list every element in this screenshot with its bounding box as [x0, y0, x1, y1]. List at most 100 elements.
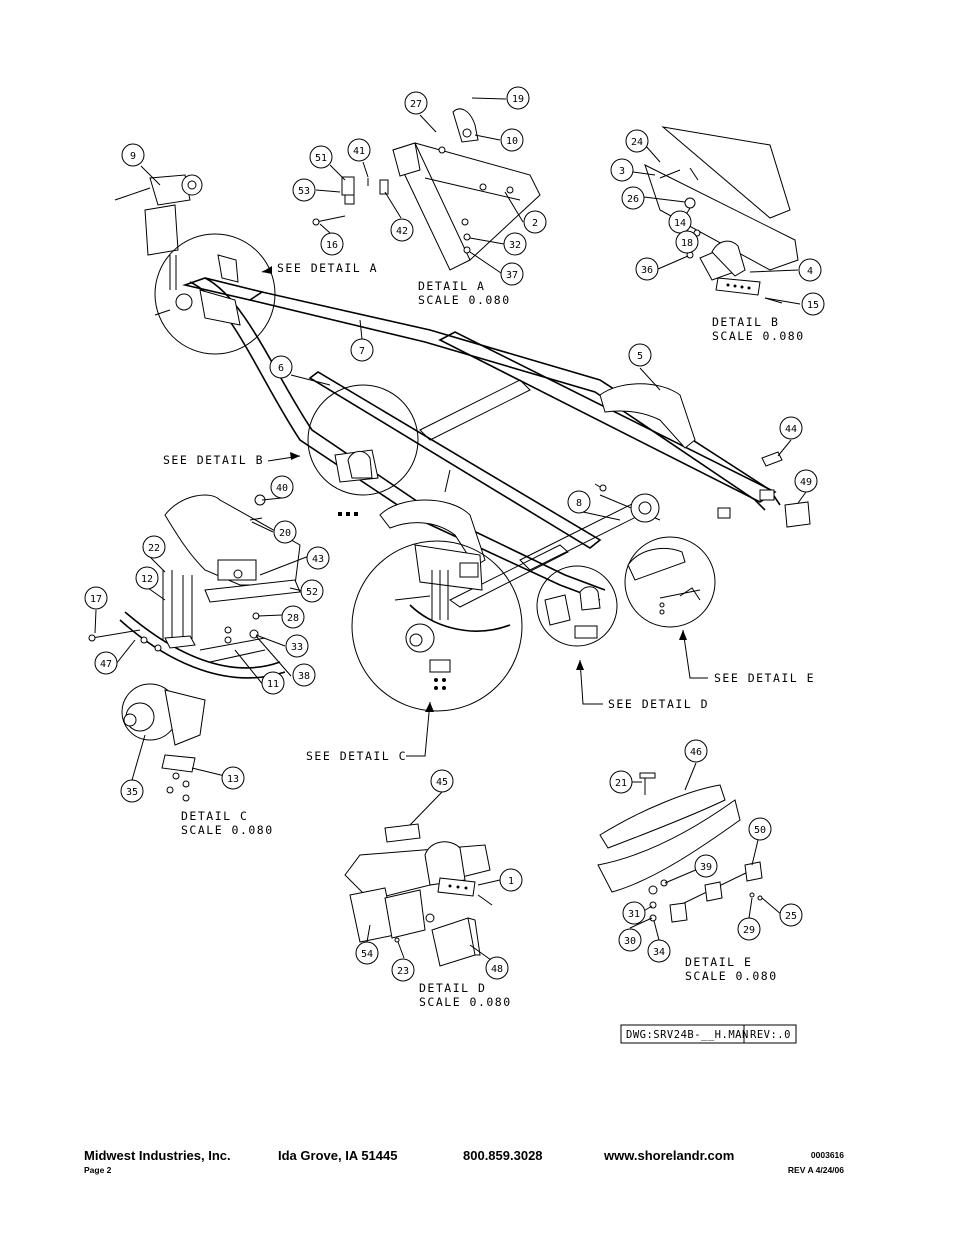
detail-circles: [154, 233, 716, 712]
callout-7: 7: [350, 338, 374, 362]
callout-24: 24: [625, 129, 649, 153]
leader-lines: [94, 97, 807, 961]
callout-19: 19: [506, 86, 530, 110]
svg-text:29: 29: [743, 925, 755, 936]
svg-text:7: 7: [359, 346, 365, 357]
callout-30: 30: [618, 928, 642, 952]
callout-52: 52: [300, 579, 324, 603]
company-location: Ida Grove, IA 51445: [278, 1148, 398, 1163]
svg-text:14: 14: [674, 218, 686, 229]
callout-12: 12: [135, 566, 159, 590]
svg-text:40: 40: [276, 483, 288, 494]
callout-bubbles: 9 27 19 10 51 41 53 42 2 32 37 16 24 3 2…: [84, 86, 825, 982]
svg-text:32: 32: [509, 240, 521, 251]
callout-17: 17: [84, 586, 108, 610]
svg-text:22: 22: [148, 543, 160, 554]
callout-40: 40: [270, 475, 294, 499]
callout-22: 22: [142, 535, 166, 559]
callout-49: 49: [794, 469, 818, 493]
detail-b-scale: SCALE 0.080: [712, 329, 805, 343]
svg-text:30: 30: [624, 936, 636, 947]
company-phone: 800.859.3028: [463, 1148, 543, 1163]
callout-9: 9: [121, 143, 145, 167]
detail-e-title: DETAIL E: [685, 955, 752, 969]
callout-36: 36: [635, 257, 659, 281]
page-number: Page 2: [84, 1165, 112, 1175]
callout-1: 1: [499, 868, 523, 892]
page-footer: Midwest Industries, Inc. Page 2 Ida Grov…: [84, 1148, 844, 1188]
callout-37: 37: [500, 262, 524, 286]
detail-b-title: DETAIL B: [712, 315, 779, 329]
callout-8: 8: [567, 490, 591, 514]
callout-2: 2: [523, 210, 547, 234]
callout-51: 51: [309, 145, 333, 169]
svg-text:5: 5: [637, 351, 643, 362]
title-block: DWG:SRV24B-__H.MAN REV:.0: [620, 1024, 797, 1044]
detail-b-inset: [644, 126, 799, 304]
svg-text:13: 13: [227, 774, 239, 785]
callout-54: 54: [355, 941, 379, 965]
svg-text:11: 11: [267, 679, 279, 690]
svg-text:24: 24: [631, 137, 643, 148]
svg-text:12: 12: [141, 574, 153, 585]
svg-text:51: 51: [315, 153, 327, 164]
callout-46: 46: [684, 739, 708, 763]
svg-text:50: 50: [754, 825, 766, 836]
svg-text:45: 45: [436, 777, 448, 788]
svg-text:52: 52: [306, 587, 318, 598]
svg-text:9: 9: [130, 151, 136, 162]
svg-text:21: 21: [615, 778, 627, 789]
callout-25: 25: [779, 903, 803, 927]
callout-53: 53: [292, 178, 316, 202]
svg-text:39: 39: [700, 862, 712, 873]
svg-text:10: 10: [506, 136, 518, 147]
detail-e-inset: [597, 772, 763, 923]
callout-18: 18: [675, 230, 699, 254]
detail-a-scale: SCALE 0.080: [418, 293, 511, 307]
rev-number: REV:.0: [750, 1029, 791, 1041]
see-detail-a-label: SEE DETAIL A: [277, 261, 378, 275]
svg-text:43: 43: [312, 554, 324, 565]
callout-16: 16: [320, 232, 344, 256]
doc-revision: REV A 4/24/06: [787, 1165, 844, 1175]
callout-28: 28: [281, 605, 305, 629]
callout-26: 26: [621, 186, 645, 210]
svg-text:34: 34: [653, 947, 665, 958]
callout-33: 33: [285, 634, 309, 658]
callout-23: 23: [391, 958, 415, 982]
callout-4: 4: [798, 258, 822, 282]
svg-text:27: 27: [410, 99, 422, 110]
svg-text:46: 46: [690, 747, 702, 758]
detail-a-title: DETAIL A: [418, 279, 485, 293]
see-detail-b-label: SEE DETAIL B: [163, 453, 264, 467]
svg-text:37: 37: [506, 270, 518, 281]
trailer-frame: [182, 277, 781, 608]
svg-text:16: 16: [326, 240, 338, 251]
detail-c-title: DETAIL C: [181, 809, 248, 823]
svg-text:49: 49: [800, 477, 812, 488]
callout-42: 42: [390, 218, 414, 242]
callout-10: 10: [500, 128, 524, 152]
company-website[interactable]: www.shorelandr.com: [604, 1148, 735, 1163]
detail-labels: SEE DETAIL A DETAIL A SCALE 0.080 DETAIL…: [163, 261, 815, 1009]
callout-41: 41: [347, 138, 371, 162]
svg-text:26: 26: [627, 194, 639, 205]
callout-34: 34: [647, 939, 671, 963]
callout-39: 39: [694, 854, 718, 878]
svg-text:6: 6: [278, 363, 284, 374]
svg-text:28: 28: [287, 613, 299, 624]
svg-text:53: 53: [298, 186, 310, 197]
see-detail-e-label: SEE DETAIL E: [714, 671, 815, 685]
see-detail-c-label: SEE DETAIL C: [306, 749, 407, 763]
svg-text:17: 17: [90, 594, 102, 605]
svg-text:25: 25: [785, 911, 797, 922]
callout-35: 35: [120, 779, 144, 803]
callout-45: 45: [430, 769, 454, 793]
svg-text:35: 35: [126, 787, 138, 798]
svg-text:8: 8: [576, 498, 582, 509]
svg-text:19: 19: [512, 94, 524, 105]
callout-47: 47: [94, 651, 118, 675]
detail-c-inset: [88, 494, 301, 802]
svg-text:33: 33: [291, 642, 303, 653]
